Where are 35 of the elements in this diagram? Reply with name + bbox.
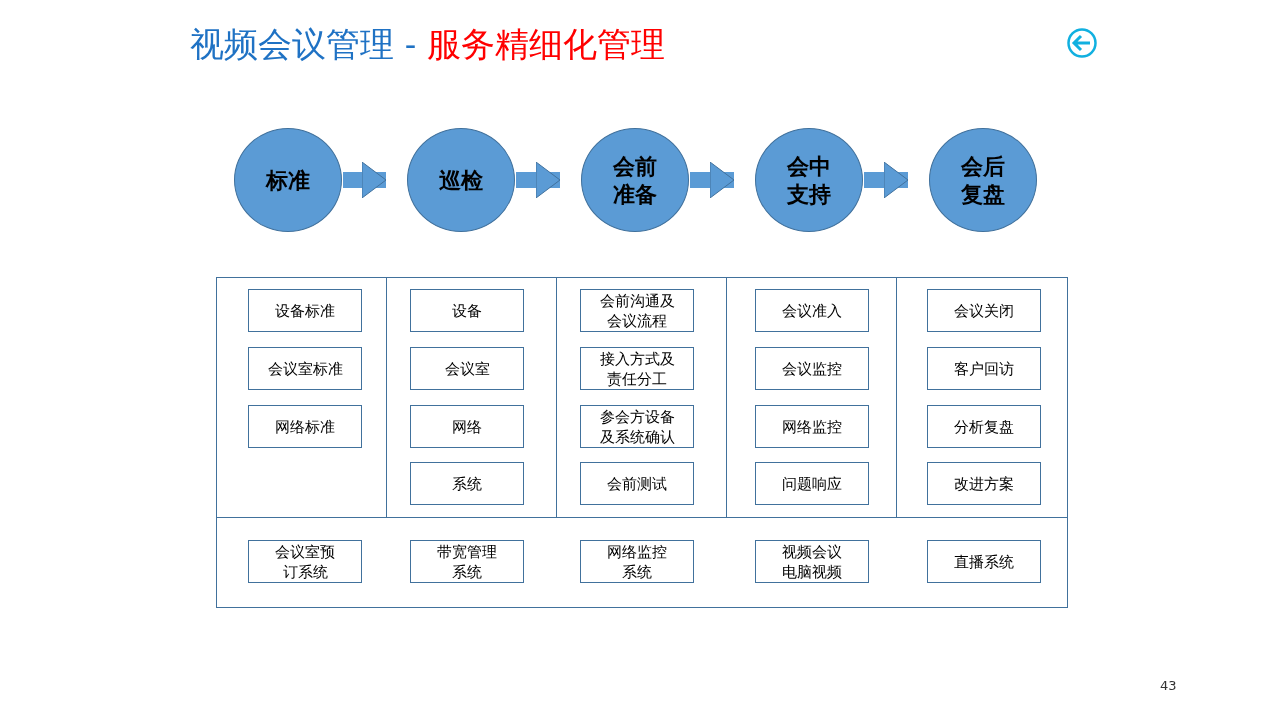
item-box: 改进方案 [927,462,1041,505]
item-box: 设备标准 [248,289,362,332]
block-arrow [864,161,909,199]
title: 视频会议管理 - 服务精细化管理 [190,23,666,66]
item-box: 会议室预订系统 [248,540,362,583]
block-arrow [516,161,561,199]
item-box: 会议监控 [755,347,869,390]
stage-circle: 会前准备 [581,128,689,232]
stage-circle: 会后复盘 [929,128,1037,232]
stage-circle: 会中支持 [755,128,863,232]
item-box: 会前测试 [580,462,694,505]
stage-circle: 标准 [234,128,342,232]
item-box: 接入方式及责任分工 [580,347,694,390]
item-box: 系统 [410,462,524,505]
item-box: 网络监控 [755,405,869,448]
item-box: 网络监控系统 [580,540,694,583]
item-box: 视频会议电脑视频 [755,540,869,583]
item-box: 带宽管理系统 [410,540,524,583]
item-box: 会前沟通及会议流程 [580,289,694,332]
item-box: 分析复盘 [927,405,1041,448]
item-box: 客户回访 [927,347,1041,390]
item-box: 会议关闭 [927,289,1041,332]
stage-circle: 巡检 [407,128,515,232]
block-arrow [690,161,735,199]
item-box: 设备 [410,289,524,332]
item-box: 会议室 [410,347,524,390]
item-box: 会议准入 [755,289,869,332]
item-box: 网络标准 [248,405,362,448]
item-box: 会议室标准 [248,347,362,390]
item-box: 直播系统 [927,540,1041,583]
page-number: 43 [1160,678,1177,693]
block-arrow [343,161,387,199]
item-box: 参会方设备及系统确认 [580,405,694,448]
item-box: 网络 [410,405,524,448]
item-box: 问题响应 [755,462,869,505]
